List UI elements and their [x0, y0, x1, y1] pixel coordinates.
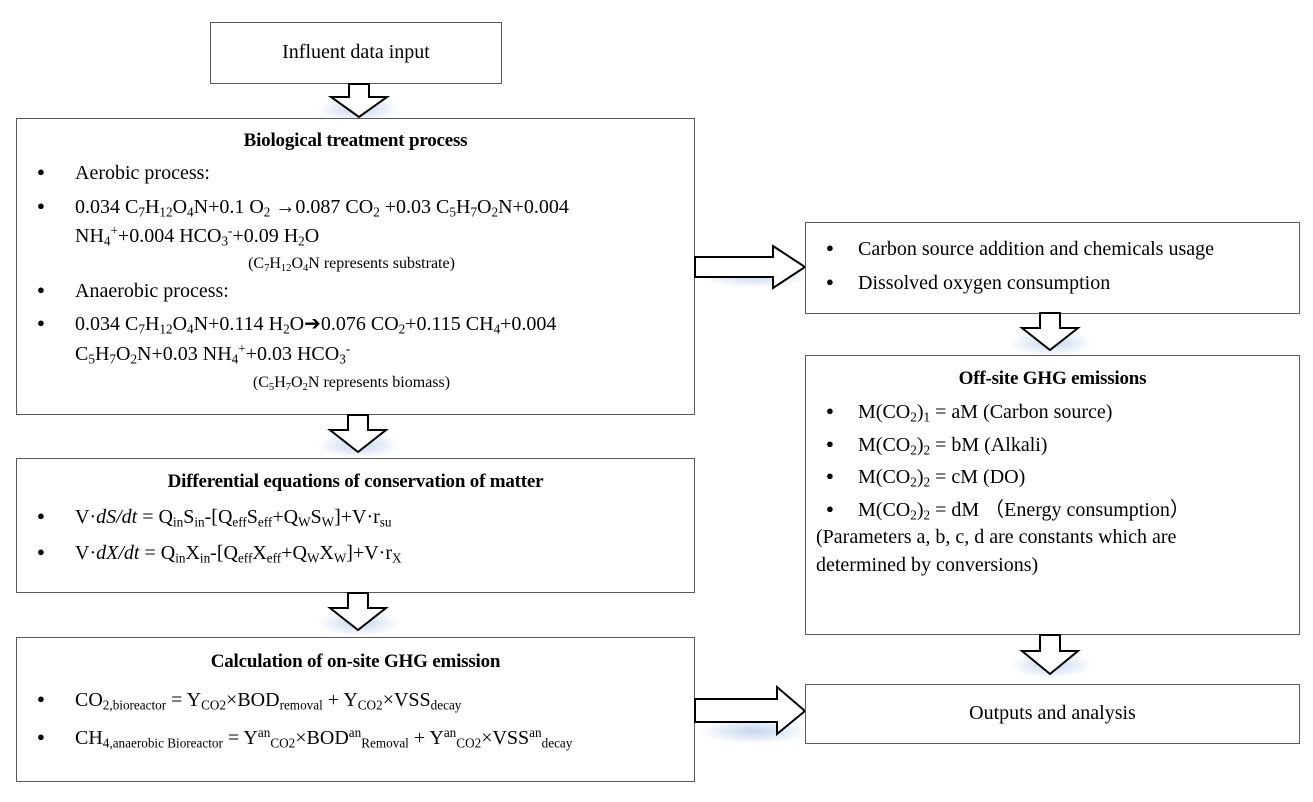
- biological-anaerobic-equation-line2: C5H7O2N+0.03 NH4++0.03 HCO3-: [75, 340, 351, 367]
- inputs-right-item-1: Carbon source addition and chemicals usa…: [806, 236, 1293, 263]
- connector-differential-to-onsite-arrow: [327, 592, 389, 632]
- differential-equation-1: V·dS/dt = QinSin-[QeffSeff+QWSW]+V·rsu: [17, 504, 686, 531]
- differential-equation-2: V·dX/dt = QinXin-[QeffXeff+QWXW]+V·rX: [17, 540, 686, 567]
- biological-aerobic-note: (C7H12O4N represents substrate): [248, 254, 455, 274]
- connector-offsite-to-outputs-arrow: [1019, 634, 1081, 676]
- connector-biological-to-differential-arrow: [327, 414, 389, 454]
- node-chemicals-and-oxygen-inputs: Carbon source addition and chemicals usa…: [805, 222, 1300, 314]
- influent-data-input-label: Influent data input: [282, 41, 430, 63]
- biological-aerobic-label: Aerobic process:: [17, 160, 686, 187]
- connector-biological-to-inputs-arrow: [694, 244, 807, 291]
- biological-anaerobic-equation-line1: 0.034 C7H12O4N+0.114 H2O➔0.076 CO2+0.115…: [17, 311, 686, 338]
- connector-onsite-to-outputs-arrow: [694, 684, 807, 737]
- node-onsite-ghg-calculation: Calculation of on-site GHG emission CO2,…: [16, 637, 695, 782]
- biological-title: Biological treatment process: [243, 130, 468, 151]
- node-biological-treatment-process: Biological treatment process Aerobic pro…: [16, 118, 695, 415]
- offsite-item-3: M(CO2)2 = cM (DO): [806, 464, 1291, 491]
- onsite-equation-2: CH4,anaerobic Bioreactor = YanCO2×BODanR…: [17, 725, 688, 752]
- offsite-item-1: M(CO2)1 = aM (Carbon source): [806, 399, 1291, 426]
- node-differential-equations: Differential equations of conservation o…: [16, 458, 695, 593]
- onsite-title: Calculation of on-site GHG emission: [210, 651, 501, 672]
- offsite-note-line-1: (Parameters a, b, c, d are constants whi…: [816, 526, 1177, 549]
- biological-aerobic-equation-line2: NH4++0.004 HCO3-+0.09 H2O: [75, 223, 320, 249]
- offsite-title: Off-site GHG emissions: [958, 368, 1147, 389]
- offsite-note-line-2: determined by conversions): [816, 553, 1039, 576]
- connector-inputs-to-offsite-arrow: [1019, 312, 1081, 352]
- biological-anaerobic-label: Anaerobic process:: [17, 278, 686, 305]
- biological-anaerobic-note: (C5H7O2N represents biomass): [252, 374, 451, 394]
- differential-title: Differential equations of conservation o…: [167, 471, 544, 492]
- node-outputs-and-analysis: Outputs and analysis: [805, 684, 1300, 744]
- outputs-and-analysis-label: Outputs and analysis: [969, 702, 1136, 724]
- onsite-equation-1: CO2,bioreactor = YCO2×BODremoval + YCO2×…: [17, 687, 688, 714]
- node-offsite-ghg-emissions: Off-site GHG emissions M(CO2)1 = aM (Car…: [805, 355, 1300, 635]
- node-influent-data-input: Influent data input: [210, 22, 502, 84]
- offsite-item-2: M(CO2)2 = bM (Alkali): [806, 432, 1291, 459]
- connector-influent-to-biological-arrow: [327, 83, 391, 119]
- inputs-right-item-2: Dissolved oxygen consumption: [806, 270, 1293, 297]
- offsite-item-4: M(CO2)2 = dM （Energy consumption）: [806, 497, 1291, 524]
- biological-aerobic-equation-line1: 0.034 C7H12O4N+0.1 O2 →0.087 CO2 +0.03 C…: [17, 194, 686, 221]
